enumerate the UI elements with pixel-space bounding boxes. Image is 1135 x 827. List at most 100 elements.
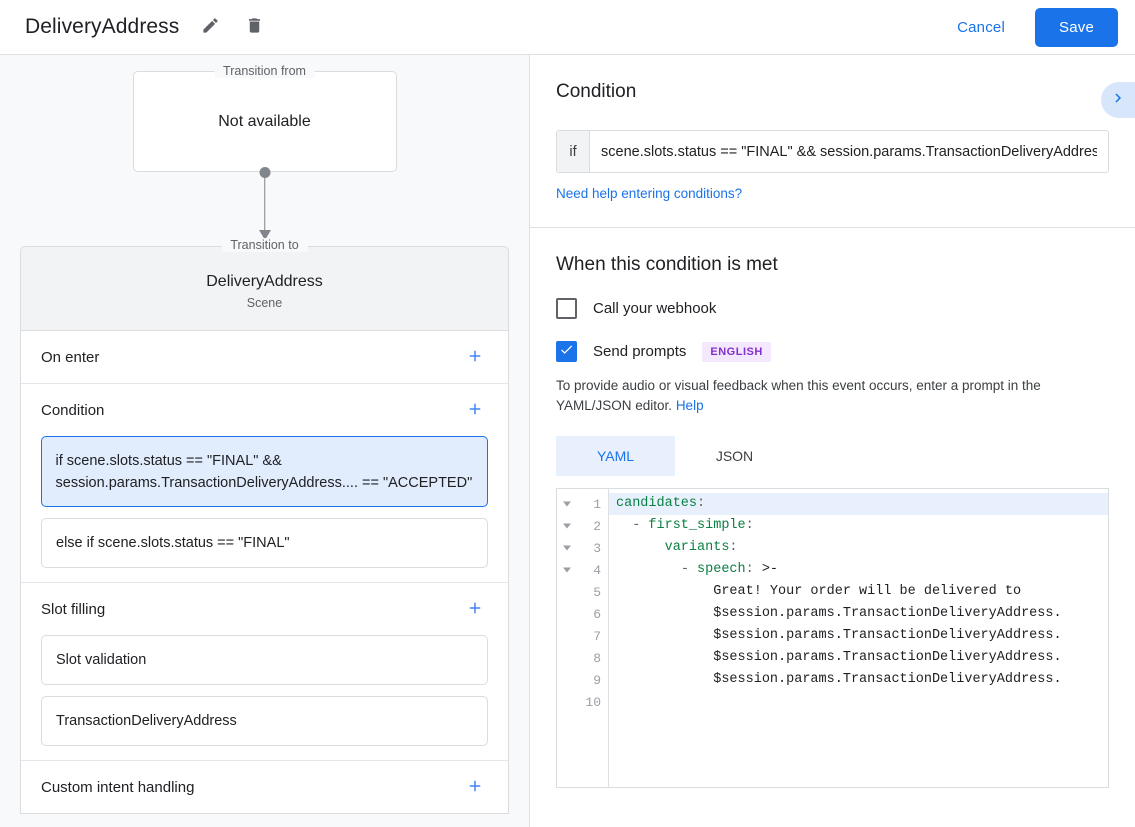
graph-connector [133, 167, 397, 246]
section-title: Custom intent handling [41, 778, 195, 796]
section-header[interactable]: Slot filling [41, 583, 488, 635]
plus-icon [466, 777, 484, 798]
list-item[interactable]: if scene.slots.status == "FINAL" && sess… [41, 436, 488, 507]
code-line: $session.params.TransactionDeliveryAddre… [713, 606, 1062, 621]
add-to-on-enter-button[interactable] [462, 344, 488, 370]
line-number: 9 [593, 672, 601, 688]
prompts-helper-body: To provide audio or visual feedback when… [556, 378, 1041, 413]
section-title: Slot filling [41, 600, 106, 618]
condition-heading: Condition [556, 81, 637, 102]
transition-to-card[interactable]: DeliveryAddress Scene [20, 246, 509, 330]
connector-line [263, 174, 266, 232]
list-item[interactable]: Slot validation [41, 635, 488, 685]
language-badge: ENGLISH [702, 341, 771, 362]
section-title: Condition [41, 401, 105, 419]
fold-triangle-icon[interactable] [563, 545, 571, 551]
pencil-icon [201, 16, 220, 38]
line-number: 6 [593, 606, 601, 622]
section-header[interactable]: On enter [41, 331, 488, 383]
list-item[interactable]: else if scene.slots.status == "FINAL" [41, 518, 488, 568]
code-line: - speech: >- [680, 562, 779, 577]
add-to-condition-button[interactable] [462, 397, 488, 423]
transition-from-card[interactable]: Transition from Not available [132, 64, 397, 172]
prompts-helper-text: To provide audio or visual feedback when… [556, 376, 1109, 416]
tab-yaml[interactable]: YAML [556, 436, 675, 476]
section-condition: Condition if scene.slots.status == "FINAL… [21, 383, 508, 582]
collapse-panel-button[interactable] [1101, 82, 1135, 118]
checkmark-icon [559, 342, 574, 362]
body-split: Transition from Not available Transition… [0, 55, 1135, 827]
left-panel: Transition from Not available Transition… [0, 55, 530, 827]
chevron-right-icon [1109, 89, 1127, 112]
line-number: 8 [593, 650, 601, 666]
when-met-heading: When this condition is met [556, 254, 778, 275]
connector-arrow-icon [258, 230, 271, 240]
trash-icon [245, 16, 264, 38]
section-header[interactable]: Condition [41, 384, 488, 436]
code-line: variants: [664, 540, 738, 555]
transition-from-legend: Transition from [214, 64, 315, 78]
code-line [609, 691, 1108, 713]
condition-expression-input[interactable] [590, 131, 1108, 172]
transition-graph: Transition from Not available Transition… [0, 55, 529, 814]
call-webhook-checkbox[interactable] [556, 298, 577, 319]
transition-from-value: Not available [218, 112, 311, 130]
line-number: 3 [557, 537, 608, 559]
when-condition-met-section: When this condition is met Call your web… [530, 228, 1135, 812]
line-number: 4 [557, 559, 608, 581]
transition-to-title: DeliveryAddress [206, 273, 323, 290]
transition-to-legend: Transition to [221, 238, 308, 252]
transition-to-subtitle: Scene [246, 296, 283, 310]
webhook-row: Call your webhook [556, 298, 1109, 319]
cancel-button[interactable]: Cancel [945, 10, 1017, 45]
code-line: candidates: [609, 493, 1108, 515]
line-number: 7 [593, 628, 601, 644]
call-webhook-label: Call your webhook [593, 300, 717, 317]
code-line: $session.params.TransactionDeliveryAddre… [713, 672, 1062, 687]
plus-icon [466, 599, 484, 620]
line-number: 10 [585, 694, 601, 710]
condition-if-prefix: if [557, 131, 590, 172]
fold-triangle-icon[interactable] [563, 567, 571, 573]
fold-triangle-icon[interactable] [563, 501, 571, 507]
edit-name-button[interactable] [193, 10, 227, 44]
prompts-help-link[interactable]: Help [675, 398, 704, 413]
line-number: 1 [557, 493, 608, 515]
top-bar: DeliveryAddress Cancel Save [0, 0, 1135, 55]
save-button[interactable]: Save [1035, 7, 1118, 47]
line-number: 5 [593, 584, 601, 600]
condition-section: Condition if Need help entering conditio… [530, 55, 1135, 228]
code-line: Great! Your order will be delivered to [713, 584, 1022, 599]
condition-input-row: if [556, 130, 1109, 173]
fold-triangle-icon[interactable] [563, 523, 571, 529]
add-to-slot-filling-button[interactable] [462, 596, 488, 622]
list-item[interactable]: TransactionDeliveryAddress [41, 696, 488, 746]
send-prompts-label: Send prompts [593, 343, 687, 360]
code-line: $session.params.TransactionDeliveryAddre… [713, 650, 1062, 665]
section-title: On enter [41, 348, 100, 366]
editor-code-area[interactable]: candidates: - first_simple: variants: - … [609, 489, 1108, 787]
section-header[interactable]: Custom intent handling [41, 761, 488, 813]
delete-button[interactable] [237, 10, 271, 44]
line-number: 2 [557, 515, 608, 537]
connector-dot [259, 167, 270, 178]
code-line: $session.params.TransactionDeliveryAddre… [713, 628, 1062, 643]
send-prompts-row: Send prompts ENGLISH [556, 341, 1109, 362]
section-custom-intent-handling: Custom intent handling [21, 760, 508, 813]
tab-json[interactable]: JSON [675, 436, 794, 476]
add-to-custom-intent-handling-button[interactable] [462, 774, 488, 800]
section-items: if scene.slots.status == "FINAL" && sess… [41, 436, 488, 582]
plus-icon [466, 400, 484, 421]
send-prompts-checkbox[interactable] [556, 341, 577, 362]
page-title: DeliveryAddress [25, 15, 180, 38]
condition-help-link[interactable]: Need help entering conditions? [556, 186, 743, 201]
section-on-enter: On enter [21, 330, 508, 383]
plus-icon [466, 347, 484, 368]
